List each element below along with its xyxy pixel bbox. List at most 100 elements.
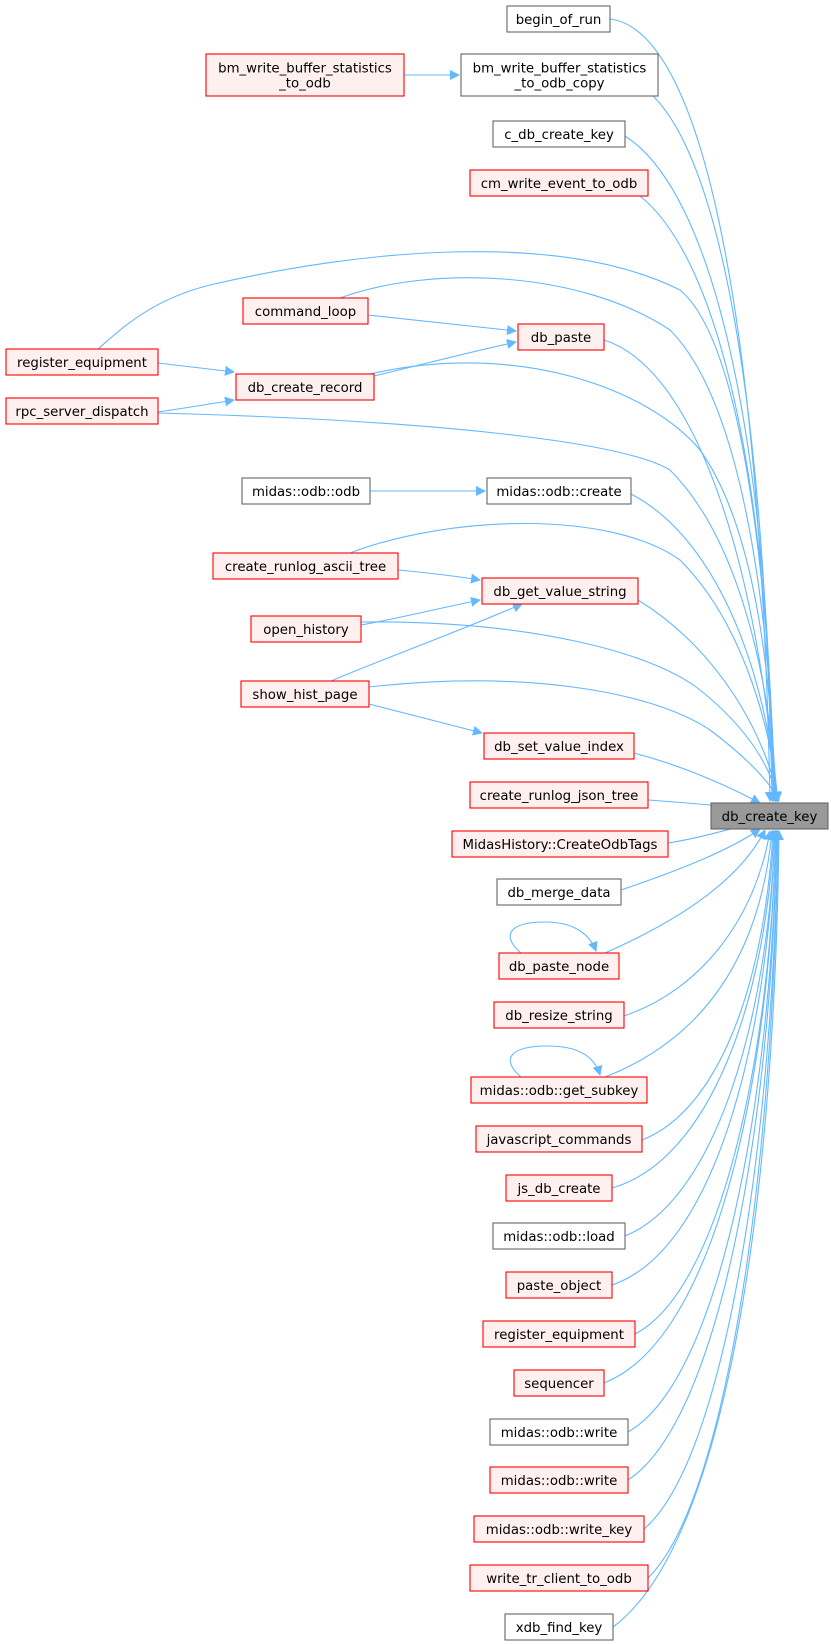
node-xdb_find_key[interactable]: xdb_find_key (504, 1613, 614, 1641)
node-midas_odb_odb[interactable]: midas::odb::odb (241, 477, 371, 505)
node-db_paste_node[interactable]: db_paste_node (498, 952, 620, 980)
node-show_hist_page[interactable]: show_hist_page (240, 680, 370, 708)
node-js_db_create[interactable]: js_db_create (505, 1174, 613, 1202)
node-bm_write_buffer_statistics_to_odb[interactable]: bm_write_buffer_statistics_to_odb (205, 53, 405, 97)
node-box (489, 1466, 629, 1494)
node-midas_odb_load[interactable]: midas::odb::load (492, 1222, 626, 1250)
edge-command_loop (339, 277, 780, 802)
edge-sequencer (603, 830, 781, 1384)
node-label: midas::odb::load (503, 1230, 615, 1245)
node-db_create_key[interactable]: db_create_key (710, 802, 829, 830)
node-c_db_create_key[interactable]: c_db_create_key (492, 120, 626, 148)
edge-rpc_server_dispatch (157, 396, 235, 413)
node-midas_odb_write_2[interactable]: midas::odb::write (489, 1466, 629, 1494)
node-label: open_history (263, 623, 349, 638)
node-box (250, 615, 362, 643)
node-box (505, 1174, 613, 1202)
node-label: midas::odb::write_key (486, 1523, 633, 1538)
node-label: js_db_create (516, 1182, 600, 1197)
node-box (481, 577, 639, 605)
node-label: _to_odb (278, 77, 331, 92)
node-box (486, 477, 632, 505)
node-label: xdb_find_key (516, 1621, 603, 1636)
node-label: c_db_create_key (504, 128, 614, 143)
edge-bm_write_buffer_statistics_to_odb_copy (651, 94, 777, 802)
edges-layer (97, 18, 784, 1628)
edge-xdb_find_key (612, 830, 784, 1628)
node-box (513, 1369, 605, 1397)
node-label: midas::odb::odb (252, 485, 360, 500)
edge-midas_odb_write_1 (627, 830, 782, 1433)
node-javascript_commands[interactable]: javascript_commands (475, 1125, 643, 1153)
node-box (451, 830, 669, 858)
node-create_runlog_json_tree[interactable]: create_runlog_json_tree (469, 781, 649, 809)
node-label: paste_object (517, 1279, 602, 1294)
edge-create_runlog_ascii_tree (349, 523, 783, 802)
node-label: db_paste (531, 331, 591, 346)
node-box (470, 1076, 648, 1104)
node-box (483, 732, 635, 760)
node-label: db_paste_node (509, 960, 609, 975)
edge-midas_odb_get_subkey (509, 1045, 603, 1078)
edge-show_hist_page (368, 680, 780, 802)
node-label: show_hist_page (252, 688, 357, 703)
node-midas_odb_get_subkey[interactable]: midas::odb::get_subkey (470, 1076, 648, 1104)
edge-write_tr_client_to_odb (647, 830, 783, 1579)
node-db_merge_data[interactable]: db_merge_data (496, 878, 622, 906)
node-box (235, 373, 375, 401)
node-label: db_set_value_index (494, 740, 624, 755)
node-midas_odb_write_key[interactable]: midas::odb::write_key (473, 1515, 645, 1543)
edge-javascript_commands (641, 830, 778, 1141)
node-box (242, 297, 369, 325)
edge-open_history (360, 596, 481, 626)
node-db_create_record[interactable]: db_create_record (235, 373, 375, 401)
node-label: db_resize_string (505, 1009, 613, 1024)
edge-midas_odb_write_2 (627, 830, 782, 1481)
edge-show_hist_page (368, 703, 483, 736)
node-paste_object[interactable]: paste_object (505, 1271, 613, 1299)
edge-js_db_create (611, 830, 779, 1189)
node-cm_write_event_to_odb[interactable]: cm_write_event_to_odb (469, 169, 649, 197)
node-label: register_equipment (17, 356, 147, 371)
node-bm_write_buffer_statistics_to_odb_copy[interactable]: bm_write_buffer_statistics_to_odb_copy (460, 53, 659, 97)
edge-open_history (360, 621, 782, 802)
node-label: _to_odb_copy (513, 77, 604, 92)
node-begin_of_run[interactable]: begin_of_run (506, 5, 611, 33)
node-box (241, 477, 371, 505)
node-command_loop[interactable]: command_loop (242, 297, 369, 325)
edge-midas_odb_get_subkey (604, 830, 777, 1078)
node-box (473, 1515, 645, 1543)
edge-begin_of_run (609, 18, 775, 802)
node-db_set_value_index[interactable]: db_set_value_index (483, 732, 635, 760)
node-box (475, 1125, 643, 1153)
node-midas_odb_write_1[interactable]: midas::odb::write (489, 1418, 629, 1446)
edge-paste_object (611, 830, 780, 1286)
edge-midas_odb_write_key (643, 830, 783, 1530)
node-write_tr_client_to_odb[interactable]: write_tr_client_to_odb (469, 1564, 649, 1592)
edge-db_create_record (369, 339, 517, 378)
node-sequencer[interactable]: sequencer (513, 1369, 605, 1397)
node-MidasHistory_CreateOdbTags[interactable]: MidasHistory::CreateOdbTags (451, 830, 669, 858)
edge-db_paste_node (509, 921, 598, 954)
node-register_equipment_l[interactable]: register_equipment (5, 348, 159, 376)
node-box (492, 120, 626, 148)
edge-register_equipment_l (97, 251, 780, 802)
edge-db_paste (603, 339, 781, 802)
node-label: midas::odb::write (501, 1474, 618, 1489)
node-db_resize_string[interactable]: db_resize_string (493, 1001, 625, 1029)
edge-db_resize_string (623, 830, 774, 1017)
node-open_history[interactable]: open_history (250, 615, 362, 643)
edge-command_loop (367, 314, 517, 336)
node-box (492, 1222, 626, 1250)
node-midas_odb_create[interactable]: midas::odb::create (486, 477, 632, 505)
node-db_paste[interactable]: db_paste (517, 323, 605, 351)
node-create_runlog_ascii_tree[interactable]: create_runlog_ascii_tree (212, 552, 399, 580)
node-rpc_server_dispatch[interactable]: rpc_server_dispatch (5, 397, 159, 425)
node-label: write_tr_client_to_odb (486, 1572, 632, 1587)
node-label: cm_write_event_to_odb (481, 177, 638, 192)
node-label: register_equipment (494, 1328, 624, 1343)
node-db_get_value_string[interactable]: db_get_value_string (481, 577, 639, 605)
edge-register_equipment_l (157, 362, 235, 376)
node-register_equipment_r[interactable]: register_equipment (482, 1320, 636, 1348)
